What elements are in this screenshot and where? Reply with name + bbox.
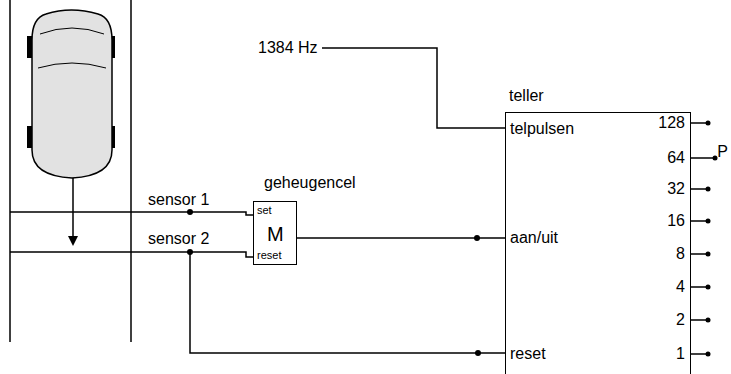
sensor-wire — [10, 252, 254, 257]
output-wire — [691, 122, 708, 124]
pin-name: aan/uit — [510, 230, 558, 246]
terminal-dot — [706, 352, 711, 357]
direction-arrow — [72, 178, 74, 238]
terminal-dot — [706, 121, 711, 126]
cell-symbol: M — [267, 224, 284, 244]
arrow-head — [68, 236, 78, 246]
sensor-label: sensor 1 — [148, 192, 209, 208]
terminal-dot — [713, 156, 718, 161]
frequency-label: 1384 Hz — [258, 40, 318, 56]
output-bit: 64 — [667, 150, 685, 166]
output-wire — [691, 253, 708, 255]
terminal-dot — [706, 187, 711, 192]
reset-wire — [190, 252, 505, 353]
signal-name: P — [717, 144, 728, 160]
output-wire — [691, 220, 708, 222]
output-bit: 4 — [676, 279, 685, 295]
road-edge — [130, 0, 132, 342]
terminal-dot — [706, 285, 711, 290]
output-wire — [691, 319, 708, 321]
junction-dot — [475, 350, 481, 356]
output-bit: 8 — [676, 246, 685, 262]
output-wire — [691, 188, 708, 190]
output-bit: 2 — [676, 312, 685, 328]
output-bit: 32 — [667, 181, 685, 197]
counter-box: tellertelpulsenaan/uitreset1286432168421 — [505, 112, 691, 374]
sensor-wire — [10, 212, 254, 215]
pin-name: reset — [257, 250, 281, 261]
output-bit: 16 — [667, 213, 685, 229]
terminal-dot — [706, 318, 711, 323]
output-bit: 1 — [676, 346, 685, 362]
car — [27, 10, 115, 178]
component-name: teller — [509, 88, 544, 104]
sensor-label: sensor 2 — [148, 231, 209, 247]
pin-name: telpulsen — [510, 121, 574, 137]
output-wire — [691, 353, 708, 355]
terminal-dot — [706, 219, 711, 224]
junction-dot — [187, 209, 193, 215]
pin-name: set — [257, 205, 272, 216]
road-edge — [9, 0, 11, 342]
output-wire — [691, 157, 715, 159]
output-wire — [691, 286, 708, 288]
clock-wire — [322, 48, 505, 128]
memory-cell: geheugencelsetMreset — [253, 201, 297, 265]
terminal-dot — [706, 252, 711, 257]
pin-name: reset — [510, 346, 546, 362]
signal-wire — [297, 235, 505, 241]
component-name: geheugencel — [264, 175, 356, 191]
output-bit: 128 — [658, 115, 685, 131]
